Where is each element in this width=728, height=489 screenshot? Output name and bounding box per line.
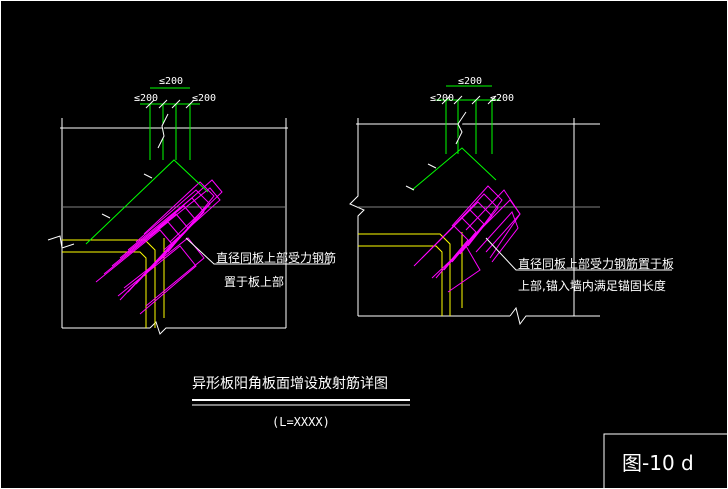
right-dimension-ticks xyxy=(405,95,497,191)
left-dim-left: ≤200 xyxy=(134,93,158,104)
right-note-line1: 直径同板上部受力钢筋置于板 xyxy=(518,256,674,271)
left-slab-outline xyxy=(47,118,288,335)
right-dim-top: ≤200 xyxy=(458,76,482,87)
drawing-title: 异形板阳角板面增设放射筋详图 xyxy=(192,375,388,392)
figure-label: 图-10 d xyxy=(622,451,694,475)
right-note-leader xyxy=(485,237,672,271)
left-note-line1: 直径同板上部受力钢筋 xyxy=(216,250,336,265)
left-note-line2: 置于板上部 xyxy=(224,274,284,289)
right-detail: ≤200 ≤200 ≤200 直径同板上部受力钢筋置于板 上部,锚入墙内满足锚固… xyxy=(349,76,674,326)
left-detail: ≤200 ≤200 ≤200 直径同板上部受力钢筋 置于板上部 xyxy=(47,76,336,335)
left-dimension-lines xyxy=(85,87,209,245)
left-dim-top: ≤200 xyxy=(159,76,183,87)
right-radial-rebars xyxy=(413,185,521,293)
left-beam xyxy=(62,238,165,328)
left-dimension-ticks xyxy=(101,99,195,219)
right-dim-left: ≤200 xyxy=(430,93,454,104)
left-note-leader xyxy=(185,237,330,265)
left-radial-rebars xyxy=(95,179,223,315)
right-beam xyxy=(358,232,463,316)
drawing-title-block: 异形板阳角板面增设放射筋详图 (L=XXXX) xyxy=(192,375,410,429)
right-dim-right: ≤200 xyxy=(490,93,514,104)
left-dim-right: ≤200 xyxy=(192,93,216,104)
figure-label-box: 图-10 d xyxy=(603,433,728,489)
drawing-subtitle: (L=XXXX) xyxy=(272,415,330,429)
right-slab-outline xyxy=(349,118,600,326)
right-note-line2: 上部,锚入墙内满足锚固长度 xyxy=(518,278,666,293)
